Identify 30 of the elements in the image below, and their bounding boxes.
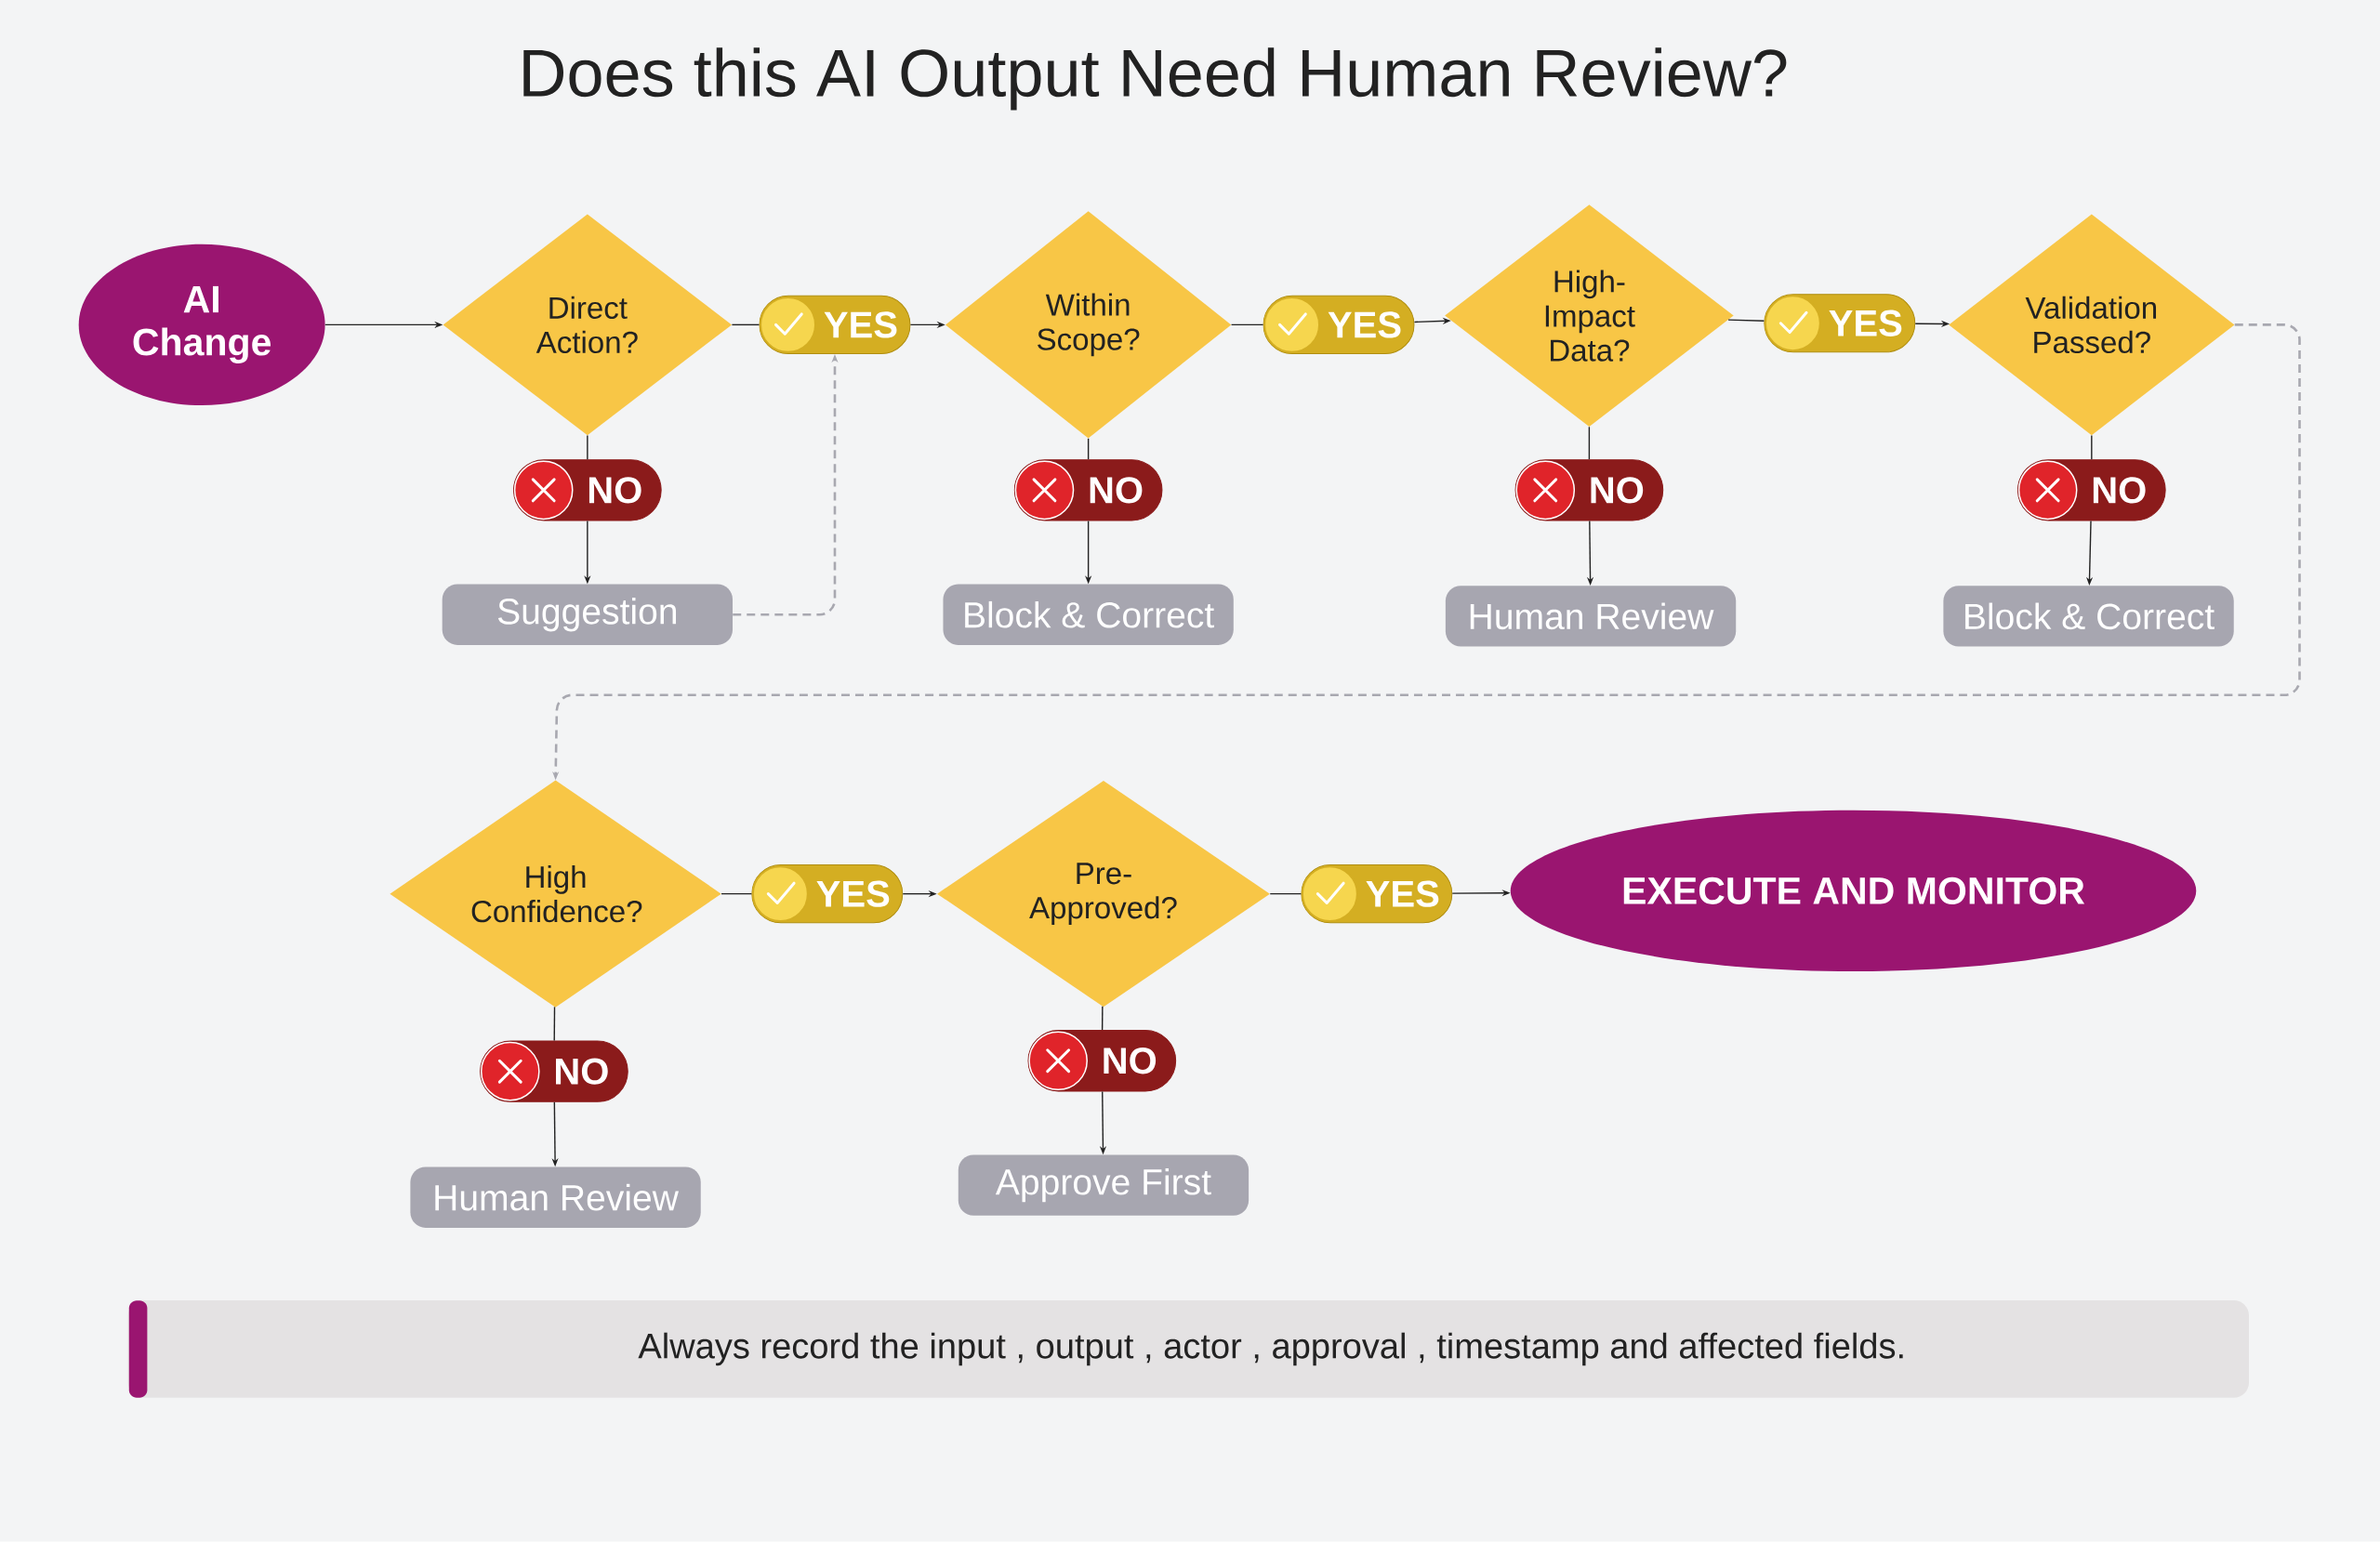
connector-line xyxy=(1101,1006,1104,1031)
no-pill: NO xyxy=(1013,459,1163,521)
outcome-box: Human Review xyxy=(410,1166,701,1228)
yes-pill: YES xyxy=(1263,295,1415,355)
connector-line xyxy=(2091,435,2093,460)
no-pill: NO xyxy=(480,1040,628,1102)
connector-line xyxy=(1588,426,1591,460)
yes-pill: YES xyxy=(1764,294,1916,353)
connector-line xyxy=(1230,323,1264,326)
title: Does this AI Output Need Human Review? xyxy=(523,47,1787,111)
outcome-box: Approve First xyxy=(958,1154,1250,1216)
outcome-box: Suggestion xyxy=(442,584,734,646)
connector-line xyxy=(1727,319,1765,323)
yes-pill: YES xyxy=(759,295,911,355)
yes-pill: YES xyxy=(1301,864,1453,924)
connector-line xyxy=(1269,893,1302,895)
connector-line xyxy=(553,1006,556,1042)
no-pill: NO xyxy=(1027,1030,1177,1092)
note-bar: Always record the input , output , actor , approval , timestamp and affected fields. xyxy=(127,1300,2249,1398)
yes-pill: YES xyxy=(751,864,904,924)
no-pill: NO xyxy=(1514,459,1664,521)
outcome-box: Human Review xyxy=(1445,586,1737,647)
no-pill: NO xyxy=(2017,459,2166,521)
connector-line xyxy=(731,323,760,326)
outcome-box: Block & Correct xyxy=(943,584,1234,646)
no-pill: NO xyxy=(513,459,662,521)
connector-line xyxy=(721,893,753,895)
connector-line xyxy=(587,435,588,460)
connector-line xyxy=(1087,438,1090,460)
outcome-box: Block & Correct xyxy=(1943,586,2234,647)
